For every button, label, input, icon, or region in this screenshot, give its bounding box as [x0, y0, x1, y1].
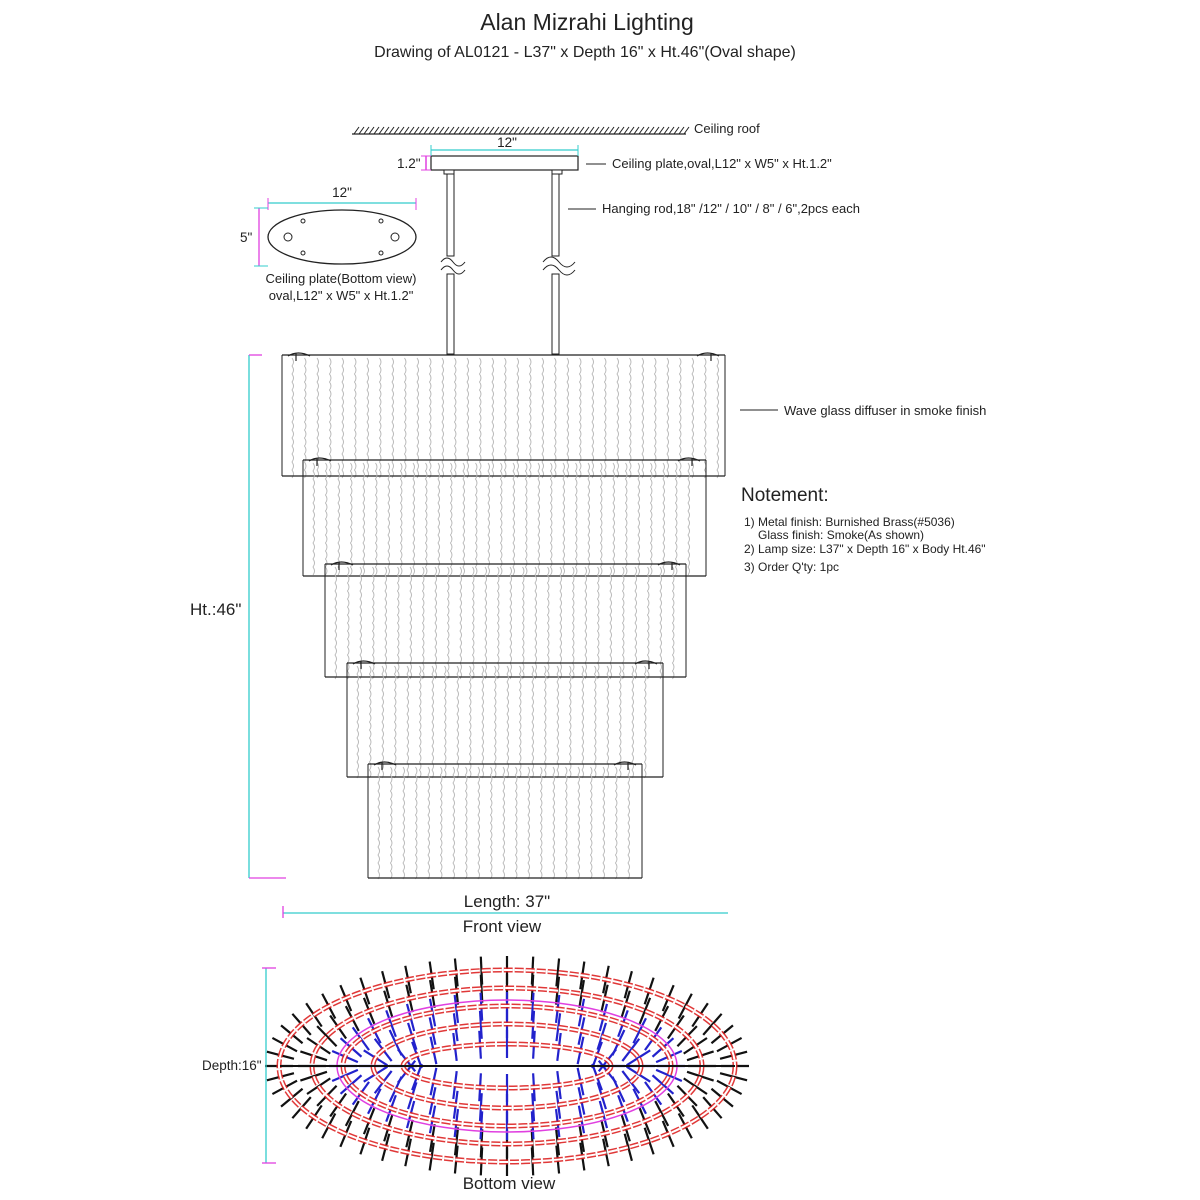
- tier-2: [302, 457, 707, 577]
- plate-bottom-caption-1: Ceiling plate(Bottom view): [265, 271, 416, 286]
- tier-1: [281, 352, 726, 479]
- note-item-3: 2) Lamp size: L37" x Depth 16" x Body Ht…: [744, 542, 986, 556]
- note-item-4: 3) Order Q'ty: 1pc: [744, 560, 839, 574]
- notes-heading: Notement:: [741, 485, 829, 506]
- plate-bottom-height-label: 5": [240, 230, 253, 245]
- note-item-2: Glass finish: Smoke(As shown): [758, 528, 924, 542]
- depth-dimension: [262, 967, 276, 1164]
- drawing-title: Alan Mizrahi Lighting: [480, 9, 694, 35]
- note-item-1: 1) Metal finish: Burnished Brass(#5036): [744, 515, 955, 529]
- plate-bottom-caption-2: oval,L12" x W5" x Ht.1.2": [269, 288, 414, 303]
- ceiling-plate-side: [430, 155, 579, 175]
- ceiling-plate-label: Ceiling plate,oval,L12" x W5" x Ht.1.2": [612, 156, 832, 171]
- depth-label: Depth:16": [202, 1058, 262, 1073]
- tier-4: [346, 660, 664, 779]
- front-view-caption: Front view: [463, 917, 542, 936]
- plate-height-label: 1.2": [397, 156, 421, 171]
- hanging-rods: [440, 173, 576, 355]
- drawing-subtitle: Drawing of AL0121 - L37" x Depth 16" x H…: [374, 44, 796, 61]
- bottom-view-drawing: [265, 956, 749, 1176]
- front-view-tiers: [281, 352, 726, 880]
- ceiling-plate-bottom-view: [254, 198, 417, 267]
- hanging-rod-label: Hanging rod,18" /12" / 10" / 8" / 6",2pc…: [602, 201, 860, 216]
- ceiling-roof-label: Ceiling roof: [694, 121, 760, 136]
- tier-5: [367, 761, 643, 880]
- height-dimension: [248, 354, 286, 879]
- tier-3: [324, 561, 687, 680]
- plate-width-label: 12": [497, 135, 517, 150]
- plate-bottom-width-label: 12": [332, 185, 352, 200]
- wave-glass-label: Wave glass diffuser in smoke finish: [784, 403, 986, 418]
- plate-width-dimension: [430, 145, 579, 156]
- length-label: Length: 37": [464, 892, 550, 911]
- ceiling-roof: [352, 126, 690, 135]
- plate-height-dimension: [421, 155, 431, 171]
- height-label: Ht.:46": [190, 600, 241, 619]
- length-dimension: [282, 906, 728, 918]
- bottom-view-caption: Bottom view: [463, 1174, 556, 1193]
